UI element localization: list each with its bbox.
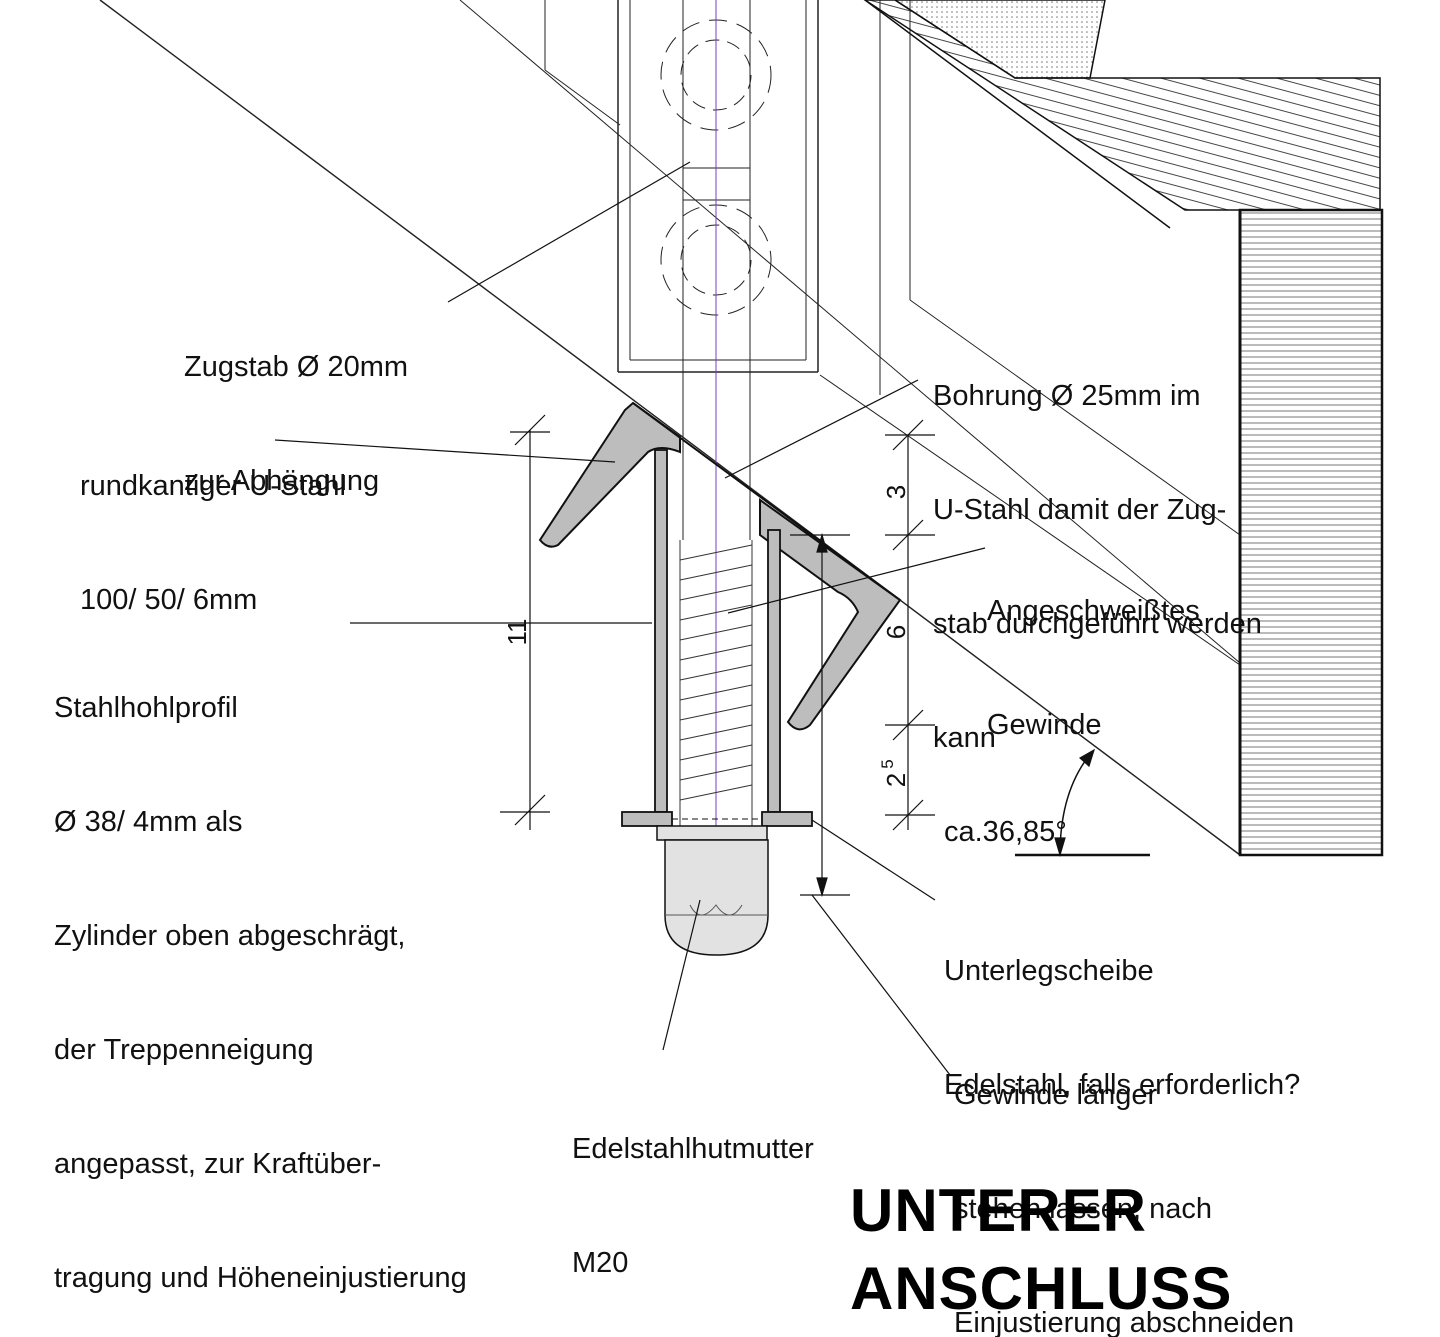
dim-2: 2 <box>881 773 911 787</box>
leader-lines <box>274 161 986 1076</box>
label-hutmutter: Edelstahlhutmutter M20 <box>572 1133 814 1279</box>
label-angle: ca.36,85° <box>944 816 1067 848</box>
label-zugstab: Zugstab Ø 20mm zur Abhängung <box>184 351 409 497</box>
cap-nut <box>664 839 769 956</box>
label-angeschweisstes-gewinde: Angeschweißtes Gewinde <box>987 595 1200 741</box>
dim-5-superscript: 5 <box>878 759 897 768</box>
title-line-1: UNTERER <box>850 1177 1148 1244</box>
steel-tube <box>654 449 781 813</box>
title-line-2: ANSCHLUSS <box>850 1255 1233 1322</box>
dim-11: 11 <box>502 619 532 646</box>
label-u-stahl: rundkantiger U-Stahl 100/ 50/ 6mm <box>80 470 346 616</box>
drawing-title: UNTERER ANSCHLUSS <box>850 1172 1232 1328</box>
label-unterlegscheibe: Unterlegscheibe Edelstahl, falls erforde… <box>944 955 1301 1101</box>
label-stahlhohlprofil: Stahlhohlprofil Ø 38/ 4mm als Zylinder o… <box>54 692 467 1294</box>
label-gewinde-laenger: Gewinde länger stehen lassen, nach Einju… <box>954 1079 1295 1337</box>
dimension-texts: 11 3 6 2 5 <box>502 485 911 787</box>
washers <box>621 811 813 841</box>
label-bohrung: Bohrung Ø 25mm im U-Stahl damit der Zug-… <box>933 380 1262 754</box>
stair-slab-lines <box>99 0 1241 856</box>
landing-wall <box>863 0 1384 857</box>
dimension-lines <box>500 414 1150 898</box>
dim-6: 6 <box>881 625 911 639</box>
u-stahl-profile <box>538 401 902 731</box>
upper-column <box>617 0 819 900</box>
dim-3: 3 <box>881 485 911 499</box>
